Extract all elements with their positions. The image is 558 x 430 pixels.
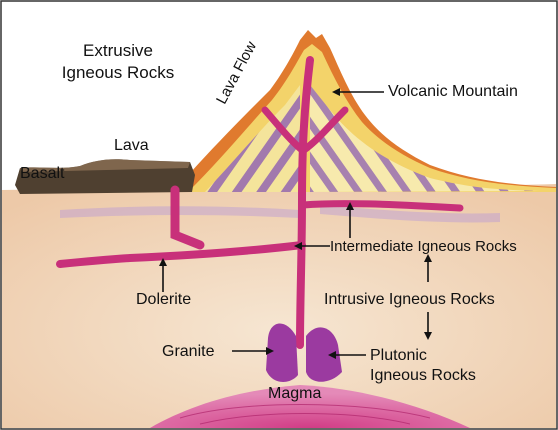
volcanic-mountain-label: Volcanic Mountain xyxy=(388,82,518,101)
granite-pluton xyxy=(266,323,298,382)
granite-label: Granite xyxy=(162,342,214,361)
dolerite-label: Dolerite xyxy=(136,290,191,309)
magma-label: Magma xyxy=(268,384,321,403)
intermediate-igneous-rocks-label: Intermediate Igneous Rocks xyxy=(330,237,517,256)
lava-label: Lava xyxy=(114,136,149,155)
intrusive-igneous-rocks-label: Intrusive Igneous Rocks xyxy=(324,290,495,309)
basalt-label: Basalt xyxy=(20,164,64,183)
extrusive-igneous-rocks-label: Extrusive Igneous Rocks xyxy=(48,40,188,84)
plutonic-igneous-rocks-label: Plutonic Igneous Rocks xyxy=(370,346,476,386)
